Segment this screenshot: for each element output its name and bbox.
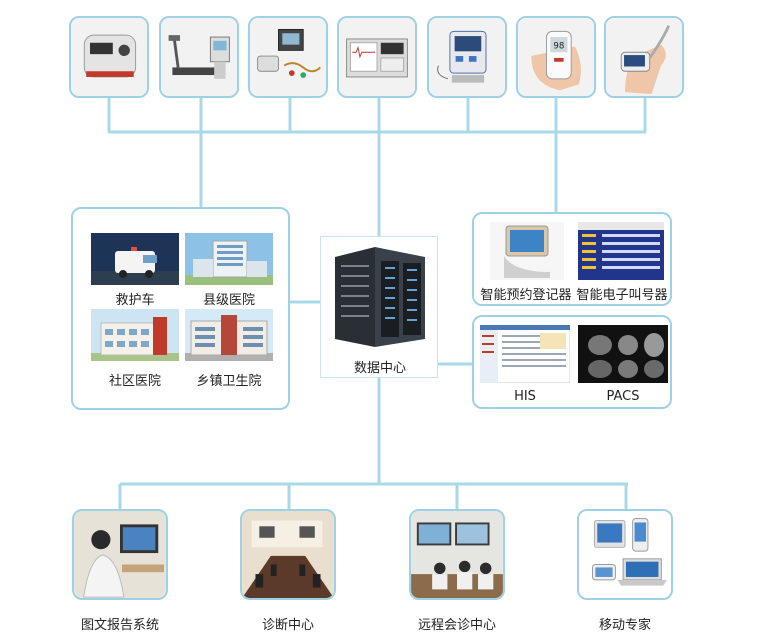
diagnosis-center-label: 诊断中心 — [261, 618, 314, 633]
report-system-photo — [74, 511, 166, 598]
svg-text:98: 98 — [553, 41, 564, 51]
pulse-oximeter-icon — [606, 18, 682, 96]
queue-caller-image — [578, 222, 664, 280]
remote-consult-tile[interactable] — [409, 509, 505, 600]
device-handheld-glucometer[interactable]: 98 — [516, 16, 596, 98]
community-hospital-label: 社区医院 — [108, 374, 161, 389]
glucose-meter-icon — [71, 18, 147, 96]
ecg-recorder-icon — [250, 18, 326, 96]
data-center-label: 数据中心 — [353, 361, 406, 376]
report-system-label: 图文报告系统 — [80, 618, 159, 633]
his-label: HIS — [514, 389, 536, 404]
ambulance-image — [91, 233, 179, 285]
services-panel: 智能预约登记器 智能电子叫号器 — [472, 212, 672, 306]
booking-kiosk-image — [490, 222, 564, 280]
county-hospital-image — [185, 233, 273, 285]
diagnosis-center-tile[interactable] — [240, 509, 336, 600]
systems-panel: HIS PACS — [472, 315, 672, 409]
community-hospital-image — [91, 309, 179, 361]
mobile-expert-label: 移动专家 — [598, 618, 651, 633]
queue-caller-label: 智能电子叫号器 — [576, 288, 668, 303]
pacs-screenshot — [578, 325, 668, 383]
device-patient-monitor[interactable] — [427, 16, 507, 98]
ecg-machine-icon — [339, 18, 415, 96]
mobile-expert-devices — [579, 511, 671, 598]
county-hospital-label: 县级医院 — [202, 293, 255, 308]
remote-consult-photo — [411, 511, 503, 598]
township-clinic-image — [185, 309, 273, 361]
booking-kiosk-label: 智能预约登记器 — [480, 288, 572, 303]
diagnosis-center-photo — [242, 511, 334, 598]
patient-monitor-icon — [429, 18, 505, 96]
data-center-panel[interactable]: 数据中心 — [320, 236, 438, 378]
device-treadmill[interactable] — [159, 16, 239, 98]
report-system-tile[interactable] — [72, 509, 168, 600]
server-rack-icon — [335, 247, 425, 347]
device-pulse-oximeter[interactable] — [604, 16, 684, 98]
township-clinic-label: 乡镇卫生院 — [196, 374, 262, 389]
device-glucose-meter[interactable] — [69, 16, 149, 98]
mobile-expert-tile[interactable] — [577, 509, 673, 600]
handheld-glucometer-icon: 98 — [518, 18, 594, 96]
device-ecg-machine[interactable] — [337, 16, 417, 98]
treadmill-icon — [161, 18, 237, 96]
facilities-panel: 救护车 县级医院 社区医院 — [71, 207, 290, 410]
pacs-label: PACS — [606, 389, 640, 404]
remote-consult-label: 远程会诊中心 — [417, 618, 496, 633]
device-ecg-recorder[interactable] — [248, 16, 328, 98]
ambulance-label: 救护车 — [115, 293, 155, 308]
his-screenshot — [480, 325, 570, 383]
